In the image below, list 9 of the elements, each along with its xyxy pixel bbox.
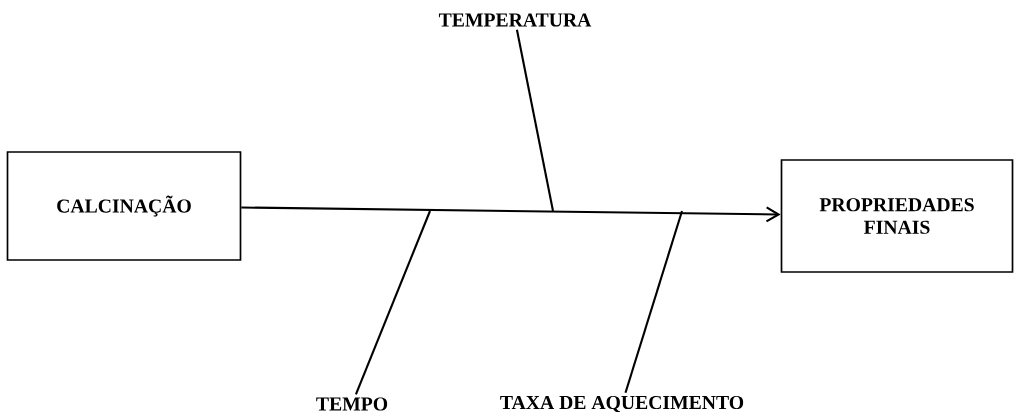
- cause-line: [354, 210, 431, 395]
- cause-line: [624, 210, 683, 394]
- process-box: CALCINAÇÃO: [6, 151, 242, 261]
- cause-label: TAXA DE AQUECIMENTO: [500, 395, 744, 413]
- cause-label: TEMPERATURA: [438, 13, 592, 27]
- process-box: PROPRIEDADES FINAIS: [780, 159, 1014, 273]
- cause-label: TEMPO: [316, 397, 388, 411]
- cause-line: [515, 29, 555, 212]
- arrow: [241, 206, 781, 223]
